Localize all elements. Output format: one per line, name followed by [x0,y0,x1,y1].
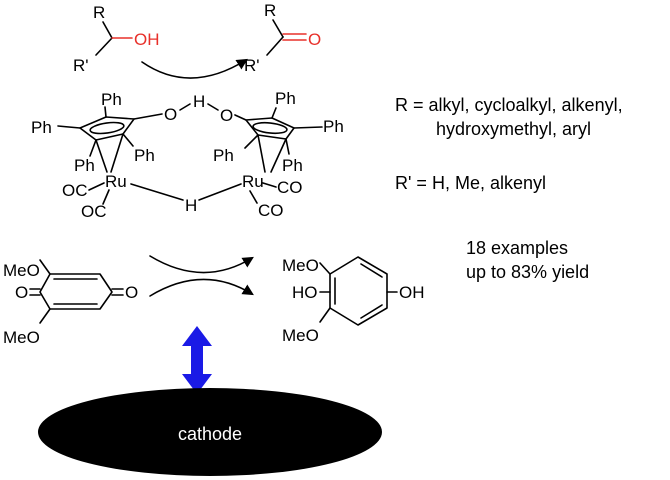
hydroxyl-label: HO [292,283,318,302]
carbonyl-ligand-label: CO [277,178,303,197]
phenyl-label: Ph [323,117,344,136]
cp-ring-right-delocalization [252,121,288,135]
product-r-prime: R' [244,56,260,75]
bond [319,262,331,275]
bond [88,182,105,191]
bond [270,138,287,173]
quinone-reduction-arrow [149,278,254,297]
bond [207,103,219,111]
bond [257,134,266,173]
bond [95,37,113,56]
hydroquinone-ring [329,256,388,326]
electron-transfer-double-arrow [182,326,212,394]
methoxy-label: MeO [282,256,319,275]
ring-double-bond [360,304,383,319]
hydroxyl-label: OH [399,283,425,302]
dimethoxyhydroquinone: MeO MeO HO OH [282,256,425,345]
phenyl-label: Ph [134,146,155,165]
cathode-electrode [38,388,382,476]
ruthenium-left-label: Ru [105,172,127,191]
bridging-hydride-label: H [185,196,197,215]
carbonyl-oxygen-label: O [308,30,321,49]
bond [95,139,108,173]
phenyl-label: Ph [101,90,122,109]
alcohol-substrate: R R' OH [73,3,160,75]
bond [319,307,331,323]
bond [89,139,97,157]
cp-ring-left [79,116,135,141]
quinone-oxygen-left: O [15,283,28,302]
bond [57,125,81,129]
phenyl-label: Ph [275,89,296,108]
bond [102,189,110,205]
phenyl-label: Ph [31,118,52,137]
shvo-catalyst: Ph Ph Ph Ph O H O Ph Ph Ph Ph Ru Ru H OC [31,89,344,221]
bond [110,133,124,173]
oxygen-right-label: O [220,106,233,125]
r-scope-line-1: R = alkyl, cycloalkyl, alkenyl, [395,95,623,115]
phenyl-label: Ph [282,156,303,175]
bond [249,190,258,204]
bond [244,134,259,149]
substrate-r-prime: R' [73,56,89,75]
bond [293,126,323,129]
hydroxyl-label: OH [134,30,160,49]
methoxy-label: MeO [3,261,40,280]
ruthenium-right-label: Ru [242,172,264,191]
product-r: R [264,1,276,20]
bond [39,259,51,275]
carbonyl-ligand-label: OC [62,181,88,200]
cp-ring-left-delocalization [89,121,125,135]
bond [234,114,247,121]
cp-ring-right [245,117,295,140]
methoxy-label: MeO [3,328,40,347]
bond [102,21,113,39]
bridging-hydrogen-label: H [193,92,205,111]
carbonyl-ligand-label: CO [258,201,284,220]
catalyst-regeneration-arrow [149,255,254,274]
substrate-r: R [93,3,105,22]
methoxy-label: MeO [282,326,319,345]
phenyl-label: Ph [74,156,95,175]
ring-double-bond [360,263,383,278]
substrate-scope: R = alkyl, cycloalkyl, alkenyl, hydroxym… [395,95,623,282]
carbonyl-ligand-label: OC [81,202,107,221]
yield-range: up to 83% yield [466,262,589,282]
bond [285,138,290,155]
cathode-label: cathode [178,424,242,444]
dimethoxybenzoquinone: O O MeO MeO [3,259,138,347]
bond [122,133,134,147]
bond [39,308,51,324]
oxidation-arrow [141,58,248,79]
r-scope-line-2: hydroxymethyl, aryl [436,119,591,139]
ketone-product: R R' O [244,1,321,75]
bond [179,103,191,111]
quinone-oxygen-right: O [125,283,138,302]
examples-count: 18 examples [466,238,568,258]
bond [271,107,277,119]
phenyl-label: Ph [213,146,234,165]
bond [130,183,184,201]
bond [133,113,163,120]
bond [198,183,242,201]
oxygen-left-label: O [164,105,177,124]
bond [104,106,107,118]
bond [266,36,284,56]
bond [262,182,277,188]
r-prime-scope-line: R' = H, Me, alkenyl [395,173,546,193]
bond [272,19,284,38]
